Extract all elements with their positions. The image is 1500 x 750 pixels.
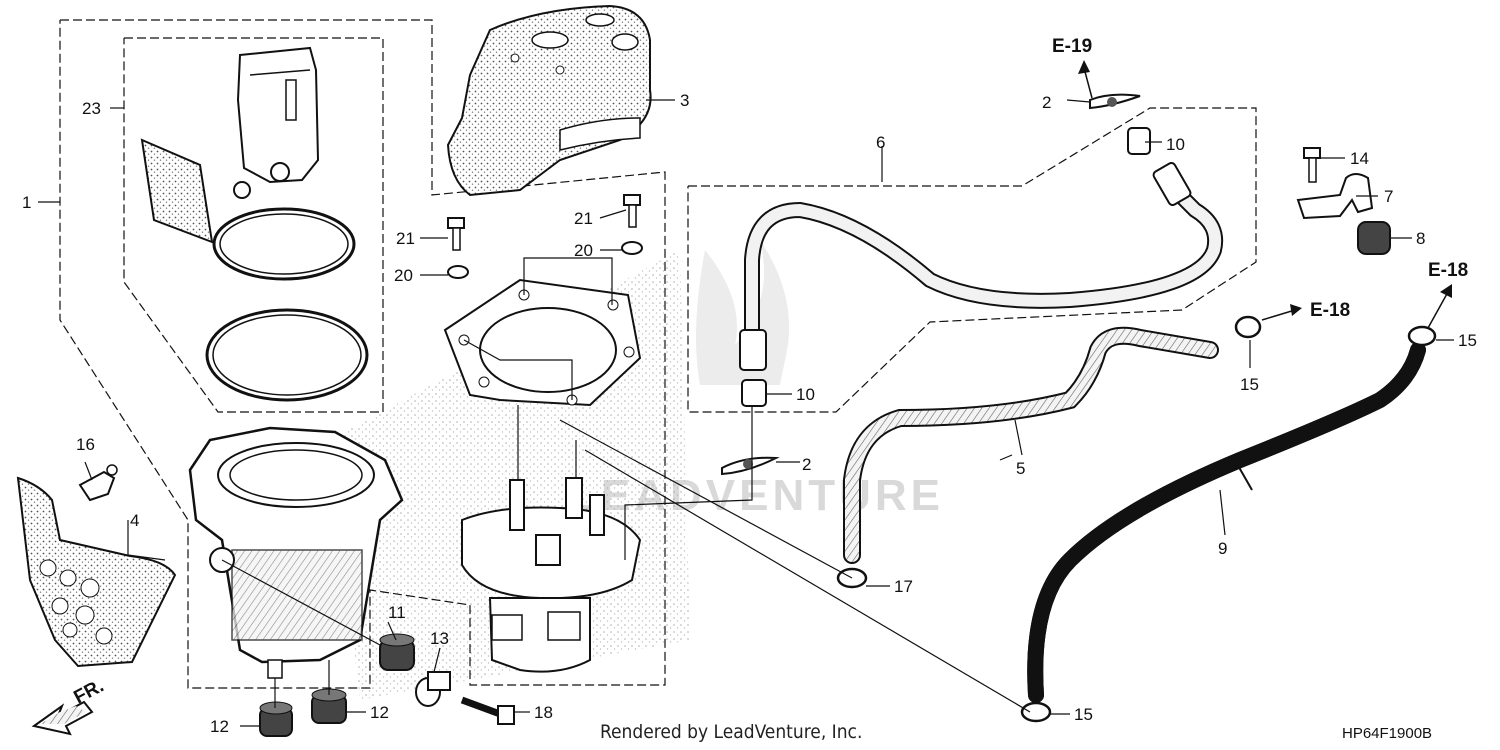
callout-12-right: 12: [370, 703, 389, 722]
part-4-guard[interactable]: [16, 476, 177, 668]
callout-10-top: 10: [1166, 135, 1185, 154]
pump-mounting-gasket[interactable]: [443, 278, 642, 407]
ref-label-e18-right[interactable]: E-18: [1428, 260, 1468, 281]
callout-11: 11: [388, 603, 406, 622]
callout-15-bottom: 15: [1074, 705, 1093, 724]
part-3-cover[interactable]: [446, 4, 652, 197]
part-15-clamp-top[interactable]: [1407, 325, 1437, 347]
callout-15-right: 15: [1458, 331, 1477, 350]
callout-20-left: 20: [394, 266, 413, 285]
part-10-clamp-top[interactable]: [1127, 127, 1151, 155]
callout-18: 18: [534, 703, 553, 722]
arrow-e19: [1078, 60, 1093, 99]
drawing-code: HP64F1900B: [1342, 725, 1432, 742]
arrow-e18-right: [1427, 284, 1452, 329]
ref-label-e18-mid[interactable]: E-18: [1310, 300, 1350, 321]
callout-4: 4: [130, 511, 139, 530]
part-13-collar[interactable]: [415, 671, 451, 707]
part-15-clamp-mid[interactable]: [1234, 315, 1262, 339]
kit-23-outline: [123, 37, 384, 413]
part-21-bolt-right[interactable]: [623, 194, 641, 228]
part-23-kit[interactable]: [140, 46, 369, 402]
arrow-e18-mid: [1261, 304, 1302, 321]
part-6-fuel-hose[interactable]: [739, 162, 1224, 371]
part-2-clip-top[interactable]: [1089, 93, 1141, 110]
callout-10-bottom: 10: [796, 385, 815, 404]
part-16-clip[interactable]: [78, 464, 118, 502]
part-11-grommet[interactable]: [379, 633, 415, 671]
part-10-clamp-bottom[interactable]: [741, 379, 767, 407]
ref-label-e19[interactable]: E-19: [1052, 36, 1092, 57]
part-12-grommet-left[interactable]: [259, 701, 293, 737]
part-5-fuel-hose[interactable]: [843, 326, 1219, 564]
part-21-bolt-left[interactable]: [447, 217, 465, 251]
hose-6-outline: [687, 107, 1257, 413]
callout-6: 6: [876, 133, 885, 152]
part-20-washer-left[interactable]: [447, 265, 469, 279]
callout-8: 8: [1416, 229, 1425, 248]
callout-14: 14: [1350, 149, 1369, 168]
callout-21-left: 21: [396, 229, 415, 248]
callout-5: 5: [1016, 459, 1025, 478]
leader-lines: [38, 99, 1454, 727]
callout-16: 16: [76, 435, 95, 454]
callout-13: 13: [430, 629, 449, 648]
callout-1: 1: [22, 193, 31, 212]
callout-7: 7: [1384, 187, 1393, 206]
assembly-1-outline: [59, 19, 666, 689]
callout-17: 17: [894, 577, 913, 596]
pump-housing[interactable]: [188, 426, 404, 679]
part-14-bolt[interactable]: [1303, 147, 1321, 183]
callout-23: 23: [82, 99, 101, 118]
footer-credit: Rendered by LeadVenture, Inc.: [600, 721, 862, 743]
callout-15-mid: 15: [1240, 375, 1259, 394]
front-label: FR.: [70, 676, 107, 709]
part-20-washer-right[interactable]: [621, 241, 643, 255]
part-9-fuel-hose[interactable]: [1027, 342, 1426, 703]
part-7-bracket[interactable]: [1296, 173, 1374, 220]
part-8-grommet[interactable]: [1357, 221, 1391, 255]
callout-9: 9: [1218, 539, 1227, 558]
callout-2-top: 2: [1042, 93, 1051, 112]
fuel-pump-unit[interactable]: [461, 477, 642, 673]
callout-2-bottom: 2: [802, 455, 811, 474]
callout-21-right: 21: [574, 209, 593, 228]
part-2-clip-bottom[interactable]: [721, 456, 780, 476]
part-15-clamp-bottom[interactable]: [1020, 701, 1052, 723]
part-18-bolt[interactable]: [460, 696, 515, 725]
front-arrow-icon: [31, 700, 94, 736]
callout-20-right: 20: [574, 241, 593, 260]
callout-12-left: 12: [210, 717, 229, 736]
callout-3: 3: [680, 91, 689, 110]
